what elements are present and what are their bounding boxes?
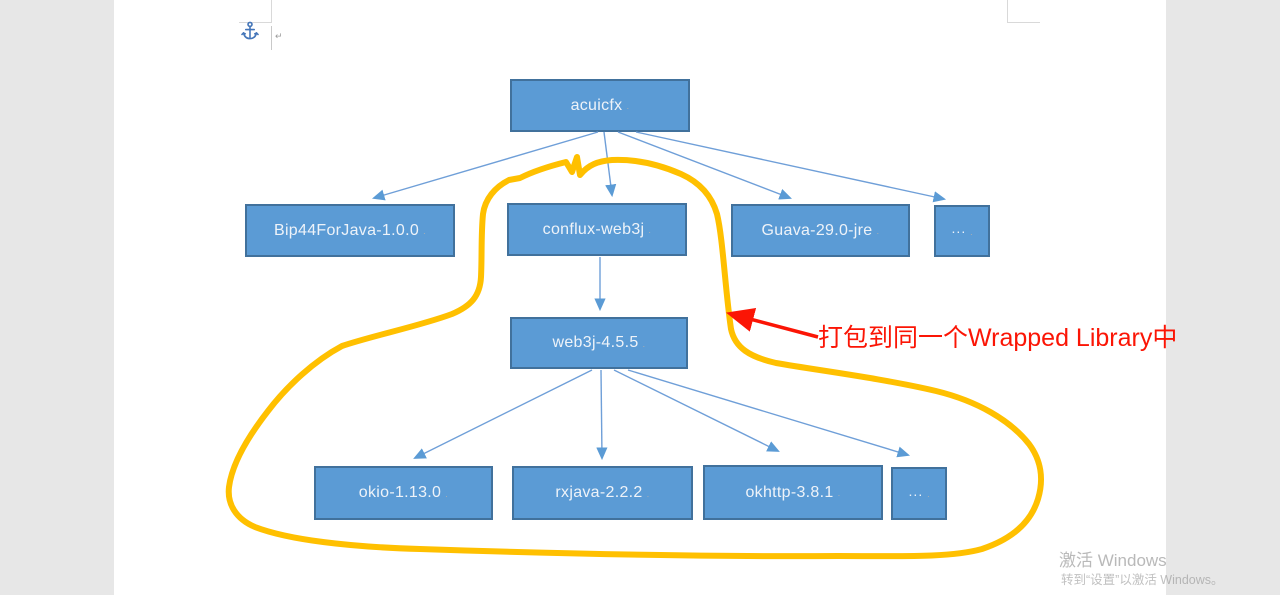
text-end-mark: · bbox=[837, 491, 841, 500]
node-label: conflux-web3j bbox=[542, 220, 645, 238]
node-label: Bip44ForJava-1.0.0 bbox=[273, 221, 420, 239]
node-label: okio-1.13.0 bbox=[358, 484, 442, 501]
node-rxjava[interactable]: rxjava-2.2.2 · bbox=[512, 466, 693, 520]
text-end-mark: · bbox=[642, 341, 646, 351]
text-end-mark: · bbox=[876, 229, 880, 238]
activate-windows-hint: 转到“设置”以激活 Windows。 bbox=[1061, 573, 1224, 587]
text-end-mark: · bbox=[626, 104, 630, 113]
text-end-mark: · bbox=[646, 491, 650, 501]
node-acuicfx[interactable]: acuicfx · bbox=[510, 79, 690, 132]
node-label: ··· bbox=[908, 485, 923, 502]
paragraph-mark: ↵ bbox=[275, 31, 283, 41]
node-label: acuicfx bbox=[570, 96, 623, 114]
crop-mark-top-left-vertical bbox=[271, 0, 272, 22]
text-boundary-line bbox=[271, 26, 272, 50]
node-bip44forjava[interactable]: Bip44ForJava-1.0.0 · bbox=[245, 204, 455, 257]
text-end-mark: · bbox=[423, 229, 426, 238]
node-label: Guava-29.0-jre bbox=[761, 221, 873, 239]
node-ellipsis-top[interactable]: ··· · bbox=[934, 205, 990, 257]
node-okio[interactable]: okio-1.13.0 · bbox=[314, 466, 493, 520]
crop-mark-top-right-vertical bbox=[1007, 0, 1008, 22]
node-guava[interactable]: Guava-29.0-jre · bbox=[731, 204, 910, 257]
node-web3j[interactable]: web3j-4.5.5 · bbox=[510, 317, 688, 369]
activate-windows-watermark: 激活 Windows bbox=[1059, 551, 1167, 570]
node-label: ··· bbox=[951, 223, 966, 239]
node-ellipsis-bottom[interactable]: ··· · bbox=[891, 467, 947, 520]
anchor-icon[interactable] bbox=[241, 21, 259, 41]
text-end-mark: · bbox=[445, 491, 449, 501]
node-label: rxjava-2.2.2 bbox=[555, 484, 643, 501]
annotation-text[interactable]: 打包到同一个Wrapped Library中 bbox=[818, 324, 1178, 352]
text-end-mark: · bbox=[969, 229, 973, 239]
crop-mark-top-right-horizontal bbox=[1007, 22, 1040, 23]
node-label: web3j-4.5.5 bbox=[552, 334, 639, 351]
text-end-mark: · bbox=[648, 228, 652, 237]
node-conflux-web3j[interactable]: conflux-web3j · bbox=[507, 203, 687, 256]
crop-mark-top-left-horizontal bbox=[239, 22, 272, 23]
text-end-mark: · bbox=[926, 492, 930, 501]
node-okhttp[interactable]: okhttp-3.8.1 · bbox=[703, 465, 883, 520]
node-label: okhttp-3.8.1 bbox=[745, 483, 834, 501]
